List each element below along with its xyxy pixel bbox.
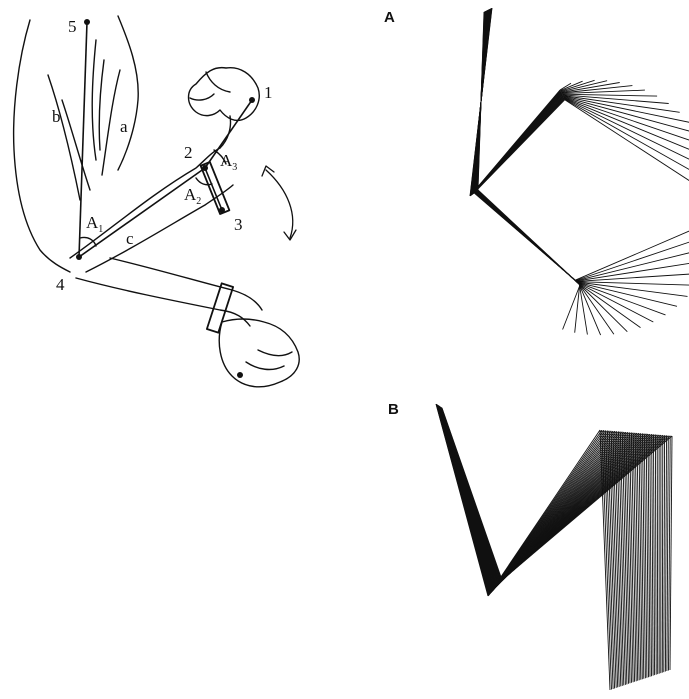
trace-line: [654, 435, 655, 676]
marker-4: [76, 254, 82, 260]
trace-line: [662, 435, 663, 672]
marker-5: [84, 19, 90, 25]
trace-line: [442, 408, 502, 580]
label-segment-b: b: [52, 107, 61, 126]
panel-label-b: B: [388, 401, 399, 418]
label-angle-a2: A2: [184, 185, 201, 207]
label-angle-a3: A3: [220, 151, 237, 173]
marker-3: [219, 207, 225, 213]
trace-line: [565, 99, 689, 187]
trace-line: [478, 12, 484, 190]
stick-trace-b: [436, 404, 672, 690]
label-segment-c: c: [126, 229, 134, 248]
trace-line: [579, 284, 587, 334]
hand-lower-finger: [258, 350, 292, 356]
triceps-contour-b: [48, 75, 80, 200]
trace-line: [667, 436, 668, 671]
hand-upper-thumb: [190, 94, 214, 100]
lower-forearm-outline2: [110, 258, 262, 310]
muscle-detail: [99, 60, 104, 150]
stick-trace-a: [470, 8, 689, 335]
hand-upper-finger: [206, 72, 230, 92]
marker-hand-lower: [237, 372, 243, 378]
label-4: 4: [56, 275, 65, 294]
marker-2: [202, 165, 208, 171]
label-3: 3: [234, 215, 243, 234]
trace-line: [655, 435, 656, 675]
trace-line: [577, 282, 689, 286]
muscle-detail: [62, 100, 90, 190]
hand-upper: [189, 68, 260, 121]
upper-arm-outline: [14, 20, 70, 272]
trace-line: [575, 217, 689, 280]
rotation-arrow: [266, 170, 293, 238]
trace-line: [563, 97, 689, 134]
panel-label-a: A: [384, 9, 395, 26]
trace-line: [579, 284, 614, 334]
trace-line: [652, 434, 653, 675]
shoulder-contour: [92, 40, 96, 160]
trace-line: [478, 190, 580, 285]
label-1: 1: [264, 83, 273, 102]
marker-1: [249, 97, 255, 103]
hand-lower: [219, 319, 299, 387]
upper-arm-inner-outline: [118, 16, 138, 170]
label-5: 5: [68, 17, 77, 36]
trace-line: [664, 435, 665, 672]
trace-line: [565, 100, 689, 202]
label-segment-a: a: [120, 117, 128, 136]
label-angle-a1: A1: [86, 213, 103, 235]
lower-forearm-outline: [76, 278, 250, 326]
label-2: 2: [184, 143, 193, 162]
forearm-lower-outline: [86, 185, 233, 272]
trace-line: [657, 435, 658, 674]
trace-line: [578, 283, 653, 322]
biceps-contour-a: [102, 70, 120, 175]
trace-line: [474, 100, 565, 193]
trace-line: [665, 436, 666, 672]
hand-lower-finger: [246, 362, 284, 369]
